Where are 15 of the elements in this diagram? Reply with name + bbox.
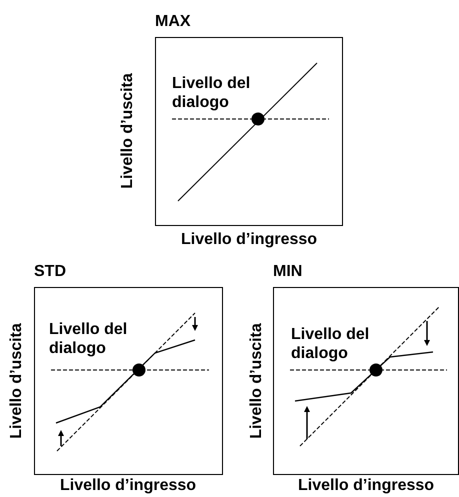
axis-label: Livello d’uscita: [118, 73, 137, 189]
axis-label: Livello d’uscita: [8, 323, 26, 439]
panel-title: MAX: [155, 13, 191, 31]
graph-panel: [155, 37, 343, 226]
graph-panel: [273, 287, 459, 475]
curve-label: Livello del dialogo: [172, 74, 252, 112]
curve-label: Livello del dialogo: [49, 320, 128, 358]
panel-title: MIN: [273, 263, 302, 281]
panel-title: STD: [34, 263, 66, 281]
graph-panel: [34, 287, 223, 475]
axis-label: Livello d’ingresso: [298, 477, 434, 495]
curve-label: Livello del dialogo: [291, 325, 370, 363]
axis-label: Livello d’ingresso: [60, 477, 196, 495]
axis-label: Livello d’ingresso: [181, 231, 318, 249]
axis-label: Livello d’uscita: [248, 323, 266, 439]
